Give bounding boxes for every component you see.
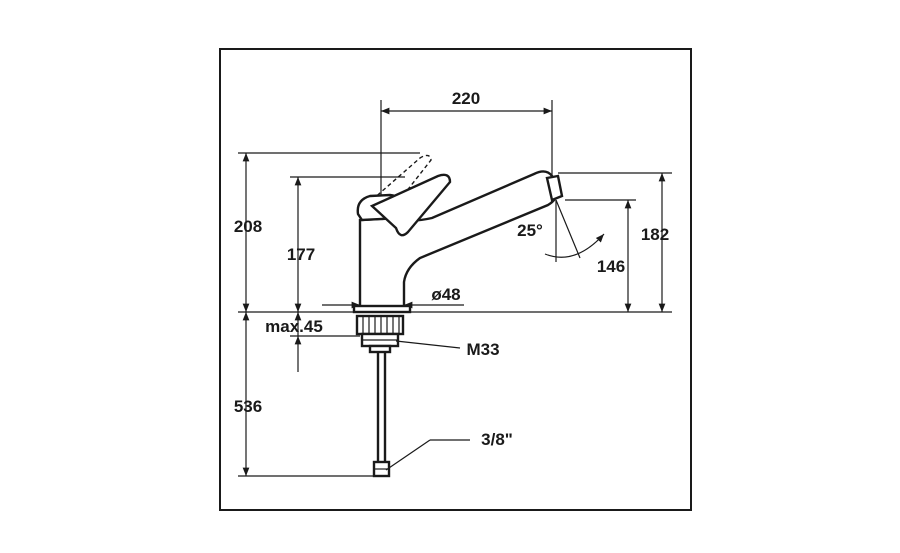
dimension-total-height: 208 <box>234 152 420 312</box>
mounting-nut <box>355 314 405 354</box>
dimension-spout-height: 182 <box>558 172 672 312</box>
dimension-spout-reach: 220 <box>380 89 553 196</box>
label-hose-length: 536 <box>234 397 262 416</box>
faucet-body <box>352 154 564 314</box>
dimension-base-diameter: ø48 <box>322 285 464 309</box>
dimension-deck-thickness: max.45 <box>265 312 360 372</box>
label-thread: M33 <box>466 340 499 359</box>
label-deck-thickness: max.45 <box>265 317 323 336</box>
label-body-height: 177 <box>287 245 315 264</box>
dimension-hose-length: 536 <box>234 312 380 477</box>
label-swivel-angle: 25° <box>517 221 543 240</box>
aerator <box>545 174 564 202</box>
drawing-frame <box>219 48 692 511</box>
label-connection: 3/8" <box>481 430 513 449</box>
label-base-diameter: ø48 <box>431 285 460 304</box>
lever-alternate-position <box>371 154 432 207</box>
label-total-height: 208 <box>234 217 262 236</box>
label-aerator-height: 146 <box>597 257 625 276</box>
dimension-aerator-height: 146 <box>565 199 636 312</box>
base-flange <box>352 304 412 314</box>
supply-hose <box>372 352 391 478</box>
dimension-body-height: 177 <box>287 176 405 312</box>
label-spout-reach: 220 <box>452 89 480 108</box>
dimension-connection: 3/8" <box>385 430 513 471</box>
dimension-thread: M33 <box>395 340 500 359</box>
dimension-swivel-angle: 25° <box>517 199 605 262</box>
lever-handle <box>369 173 452 237</box>
label-spout-height: 182 <box>641 225 669 244</box>
